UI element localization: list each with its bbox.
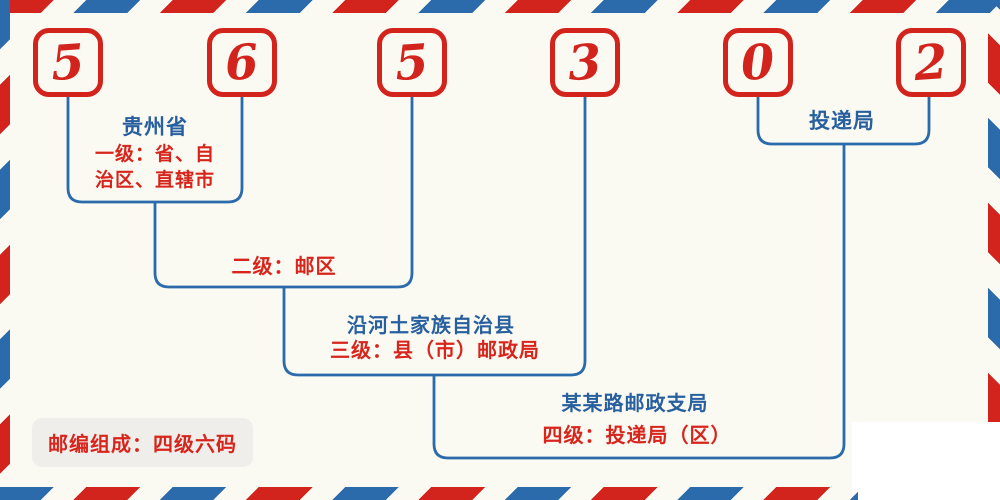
digit-box-6: 2 xyxy=(896,28,966,97)
digit-2: 6 xyxy=(223,33,261,92)
county-name-label: 沿河土家族自治县 xyxy=(347,313,515,337)
bracket-level4 xyxy=(432,144,846,460)
digit-box-4: 3 xyxy=(550,28,620,97)
bracket-level2 xyxy=(153,97,414,289)
level4-desc-label: 四级：投递局（区） xyxy=(542,423,732,447)
bracket-level3 xyxy=(282,97,587,377)
digit-box-5: 0 xyxy=(723,28,793,97)
paper-background xyxy=(0,0,1000,422)
digit-6: 2 xyxy=(912,33,950,92)
digit-1: 5 xyxy=(49,33,87,92)
digit-box-3: 5 xyxy=(377,28,447,97)
level1-desc-line1: 一级：省、自 xyxy=(94,143,216,165)
border-stripes-right xyxy=(988,0,1000,422)
bracket-delivery xyxy=(756,97,931,146)
branch-name-label: 某某路邮政支局 xyxy=(561,391,709,415)
province-name-label: 贵州省 xyxy=(122,115,188,139)
digit-4: 3 xyxy=(566,33,604,92)
digit-5: 0 xyxy=(739,33,777,92)
level3-desc-label: 三级：县（市）邮政局 xyxy=(330,338,540,362)
level1-desc-line2: 治区、直辖市 xyxy=(94,169,216,191)
bracket-level1 xyxy=(66,97,244,204)
border-stripes-bottom xyxy=(0,487,858,500)
digit-3: 5 xyxy=(393,33,431,92)
delivery-office-label: 投递局 xyxy=(809,109,875,133)
postcode-composition-text: 邮编组成：四级六码 xyxy=(48,432,237,456)
digit-box-1: 5 xyxy=(33,28,103,97)
border-stripes-left xyxy=(0,0,10,500)
digit-box-2: 6 xyxy=(207,28,277,97)
border-stripes-top xyxy=(0,0,1000,13)
postcode-composition-badge: 邮编组成：四级六码 xyxy=(32,418,253,467)
level2-desc-label: 二级：邮区 xyxy=(231,254,337,278)
